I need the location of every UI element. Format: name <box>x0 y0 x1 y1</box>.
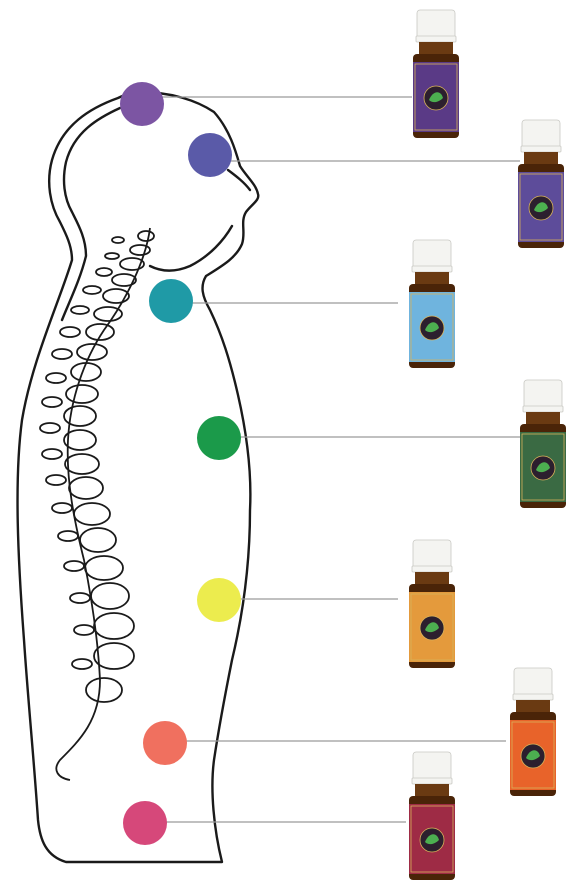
connector-lines <box>142 97 520 822</box>
vertebra-process <box>40 423 60 433</box>
vertebra <box>64 406 96 426</box>
vertebra-process <box>71 306 89 314</box>
vertebra <box>112 274 136 286</box>
vertebra <box>94 643 134 669</box>
vertebra-process <box>58 531 78 541</box>
chakra-crown-circle <box>120 82 164 126</box>
vertebra-process <box>70 593 90 603</box>
body-silhouette <box>18 92 259 862</box>
vertebra <box>91 583 129 609</box>
vertebra-process <box>42 449 62 459</box>
vertebra-process <box>64 561 84 571</box>
vertebra <box>85 556 123 580</box>
vertebra-process <box>46 373 66 383</box>
vertebra-process <box>74 625 94 635</box>
vertebra <box>66 385 98 403</box>
body-outline-inner <box>62 108 120 320</box>
face-profile-detail <box>228 170 250 190</box>
bottle-throat <box>409 240 455 368</box>
bottle-sacral <box>510 668 556 796</box>
chakra-throat-circle <box>149 279 193 323</box>
vertebra-process <box>52 503 72 513</box>
vertebra-process <box>46 475 66 485</box>
vertebra-process <box>72 659 92 669</box>
vertebra <box>94 613 134 639</box>
vertebra <box>138 231 154 241</box>
vertebra <box>94 307 122 321</box>
chakra-heart-circle <box>197 416 241 460</box>
bottle-solar-plexus <box>409 540 455 668</box>
chakra-solar-plexus-circle <box>197 578 241 622</box>
vertebra <box>130 245 150 255</box>
chakra-markers <box>120 82 241 845</box>
vertebra-process <box>105 253 119 259</box>
vertebra-process <box>83 286 101 294</box>
vertebra-process <box>52 349 72 359</box>
vertebra-process <box>112 237 124 243</box>
vertebra <box>65 454 99 474</box>
bottle-third-eye <box>518 120 564 248</box>
chakra-sacral-circle <box>143 721 187 765</box>
chakra-root-circle <box>123 801 167 845</box>
bottle-crown <box>413 10 459 138</box>
body-outline-outer <box>18 92 259 862</box>
vertebra-process <box>42 397 62 407</box>
vertebra <box>69 477 103 499</box>
vertebra <box>74 503 110 525</box>
chakra-third-eye-circle <box>188 133 232 177</box>
vertebra <box>80 528 116 552</box>
bottle-root <box>409 752 455 880</box>
vertebra <box>86 678 122 702</box>
vertebra-process <box>96 268 112 276</box>
jaw-line <box>150 226 232 271</box>
spine <box>40 228 154 780</box>
vertebra-process <box>60 327 80 337</box>
bottle-heart <box>520 380 566 508</box>
